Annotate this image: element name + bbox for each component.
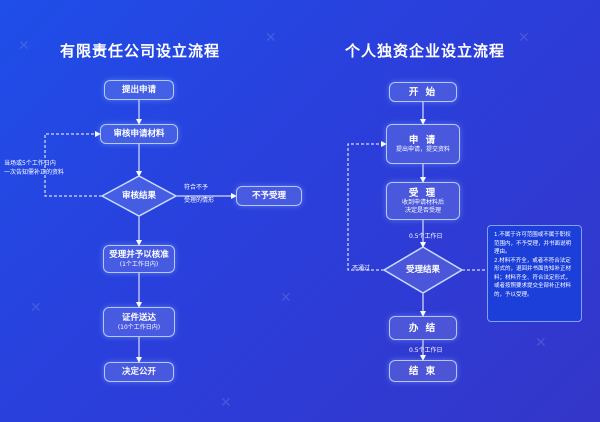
node-sublabel: 决定是否受理 bbox=[404, 206, 441, 214]
node-reject: 不予受理 bbox=[236, 186, 302, 206]
node-accept: 受 理 收到申请材料后 决定是否受理 bbox=[386, 182, 460, 220]
node-end: 结 束 bbox=[389, 360, 457, 382]
node-review-materials: 审核申请材料 bbox=[100, 124, 178, 144]
node-sublabel: 收到申请材料后 bbox=[401, 198, 444, 206]
supplement-label-line1: 当场或5个工作日内 bbox=[4, 160, 56, 167]
node-accept-approve: 受理并予以核准 (1个工作日内) bbox=[103, 245, 175, 273]
node-label: 审核申请材料 bbox=[113, 128, 165, 139]
node-label: 办 结 bbox=[408, 322, 438, 334]
duration-label-1: 0.5个工作日 bbox=[409, 233, 443, 240]
node-start: 开 始 bbox=[389, 82, 457, 102]
node-label: 提出申请 bbox=[121, 84, 156, 95]
decision-diamond-left bbox=[100, 175, 178, 217]
decision-right-label: 受理结果 bbox=[405, 265, 440, 275]
supplement-label-line2: 一次告知需补正的资料 bbox=[4, 169, 65, 176]
node-complete: 办 结 bbox=[389, 316, 457, 340]
node-sublabel: 提出申请，提交资料 bbox=[395, 145, 450, 153]
node-sublabel: (10个工作日内) bbox=[117, 323, 161, 331]
decision-left-label: 审核结果 bbox=[121, 191, 156, 201]
node-label: 申 请 bbox=[408, 134, 438, 146]
node-label: 开 始 bbox=[408, 86, 438, 98]
decision-diamond-right bbox=[382, 246, 464, 294]
node-label: 受 理 bbox=[408, 187, 438, 199]
right-title: 个人独资企业设立流程 bbox=[344, 42, 505, 60]
reject-condition-line2: 受理的情形 bbox=[184, 197, 215, 204]
duration-label-2: 0.5个工作日 bbox=[409, 347, 443, 354]
node-label: 结 束 bbox=[408, 365, 438, 377]
node-sublabel: (1个工作日内) bbox=[119, 260, 159, 268]
node-label: 决定公开 bbox=[121, 366, 156, 377]
node-apply: 申 请 提出申请，提交资料 bbox=[386, 124, 460, 164]
node-deliver-certificate: 证件送达 (10个工作日内) bbox=[103, 307, 175, 337]
reject-condition-line1: 符合不予 bbox=[184, 184, 209, 191]
node-label: 证件送达 bbox=[121, 312, 156, 323]
acceptance-rules-note: 1.不属于许可范围或不属于职权范围内，不予受理，并书面说明理由。 2.材料不齐全… bbox=[487, 225, 582, 322]
node-submit-application: 提出申请 bbox=[104, 80, 174, 100]
left-title: 有限责任公司设立流程 bbox=[59, 42, 220, 60]
node-publish-decision: 决定公开 bbox=[104, 362, 174, 382]
node-label: 受理并予以核准 bbox=[109, 249, 169, 260]
node-label: 不予受理 bbox=[251, 190, 286, 201]
not-accepted-label: 不通过 bbox=[352, 265, 371, 272]
